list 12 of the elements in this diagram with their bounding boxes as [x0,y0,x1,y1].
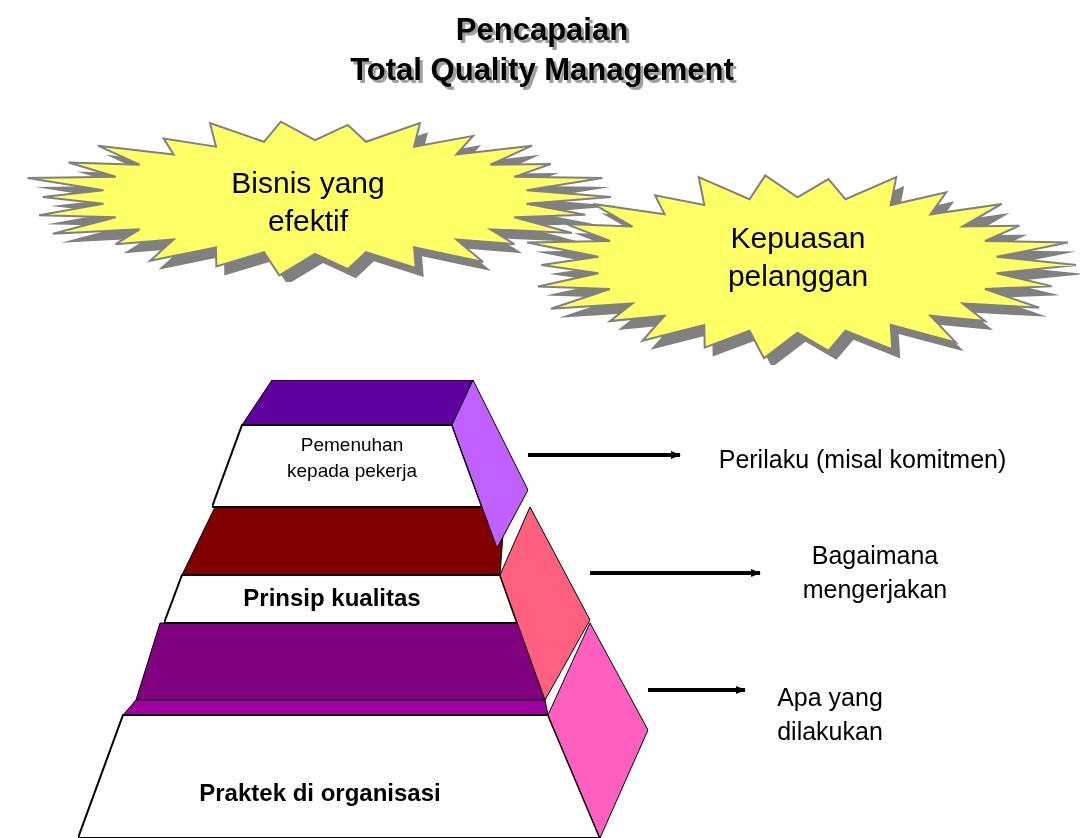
description-text: Bagaimana mengerjakan [760,538,990,606]
tier-label: Praktek di organisasi [198,778,442,808]
arrow [590,569,761,577]
tier-label: Pemenuhan kepada pekerja [286,433,418,483]
starburst-text: Kepuasan pelanggan [726,220,870,294]
title: Pencapaian Total Quality Management [349,11,735,89]
starburst-text: Bisnis yang efektif [230,165,386,239]
arrow [648,686,746,694]
tier-label: Prinsip kualitas [242,583,422,613]
arrow [528,451,681,459]
description-text: Apa yang dilakukan [745,680,915,748]
description-text: Perilaku (misal komitmen) [680,442,1045,476]
